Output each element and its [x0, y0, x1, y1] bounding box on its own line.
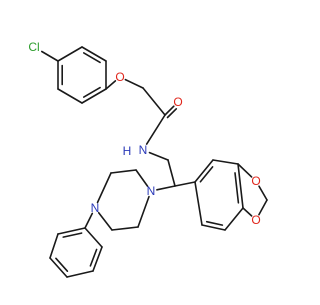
bond-ph2-ph3: [49, 233, 59, 259]
bond-cc-nh: [145, 114, 166, 145]
bond-cl-a1: [40, 50, 59, 62]
bond-p3-p4: [111, 226, 139, 231]
bond-layer: [40, 46, 268, 278]
bond-a6-a1: [57, 46, 83, 62]
bond-inner-b1-b2: [199, 166, 214, 183]
bond-inner-ph1-ph2: [62, 232, 83, 238]
bond-ph6-ph1: [84, 227, 103, 248]
bond-b2-b3: [212, 159, 239, 165]
bond-o1-ch2: [124, 78, 144, 89]
atom-label-dioxole-oxygen-bottom: O: [251, 213, 260, 227]
bond-inner-b3-b4: [234, 172, 240, 204]
atom-label-layer: Cl O O H N N N O O: [28, 40, 260, 227]
bond-ph1-ph2: [57, 227, 86, 235]
bond-double-cc-oc: [166, 108, 178, 119]
structure-canvas: Cl O O H N N N O O: [28, 40, 268, 278]
bond-p1-p2: [110, 169, 137, 174]
atom-label-chlorine: Cl: [28, 40, 39, 54]
bond-p4-n1: [137, 195, 150, 228]
bond-inner-b5-b6: [205, 220, 224, 226]
bond-inner-a3-a4: [83, 86, 101, 98]
bond-n1-p1: [135, 169, 149, 187]
bond-b3-b4: [237, 163, 244, 209]
atom-label-ether-oxygen: O: [115, 70, 124, 84]
bond-n4-ph1: [84, 212, 94, 229]
atom-label-amide-hydrogen: H: [123, 144, 132, 158]
bond-b4-b5: [224, 207, 244, 231]
bond-b6-b1: [194, 181, 203, 226]
bond-a5-a6: [81, 46, 107, 62]
bond-od2-b4: [242, 207, 253, 217]
bond-inner-ph5-ph6: [89, 248, 98, 267]
bond-ph3-ph4: [49, 257, 68, 278]
bond-ch-n1: [156, 185, 176, 191]
bond-ch-b1: [174, 181, 196, 187]
bond-ch2b-ch: [167, 159, 176, 187]
bond-a3-a4: [81, 88, 107, 104]
bond-b3-od1: [237, 163, 253, 178]
atom-label-amide-nitrogen: N: [139, 143, 148, 157]
atom-label-piperazine-nitrogen-bottom: N: [91, 201, 100, 215]
atom-label-dioxole-oxygen-top: O: [251, 174, 260, 188]
bond-inner-ph3-ph4: [55, 257, 69, 273]
bond-a2-a3: [57, 88, 83, 104]
bond-b1-b2: [194, 159, 214, 183]
atom-label-piperazine-nitrogen-top: N: [147, 184, 156, 198]
molecule-structure: Cl O O H N N N O O: [28, 40, 268, 278]
bond-ph5-ph6: [92, 246, 103, 272]
bond-cc-oc: [164, 105, 175, 116]
bond-p2-n4: [96, 172, 112, 204]
bond-ph4-ph5: [66, 270, 94, 278]
bond-b5-b6: [201, 224, 226, 231]
atom-label-carbonyl-oxygen: O: [173, 95, 182, 109]
bond-inner-a5-a6: [83, 52, 101, 64]
bond-ch2-cc: [142, 87, 166, 116]
bond-a4-o1: [105, 80, 117, 90]
bond-nh-ch2b: [148, 151, 169, 161]
bond-ch2d-od2: [258, 199, 268, 216]
bond-n4-p3: [97, 211, 113, 231]
bond-od1-ch2d: [258, 185, 268, 201]
